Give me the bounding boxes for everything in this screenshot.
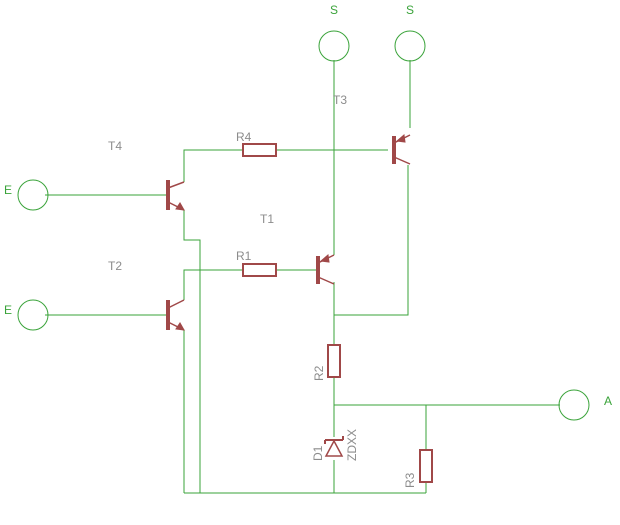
wires (45, 60, 560, 494)
label-s-left: S (330, 3, 338, 17)
label-t2: T2 (108, 259, 122, 273)
label-r2: R2 (312, 365, 326, 381)
pads (17, 30, 590, 421)
label-r3: R3 (403, 472, 417, 488)
pad-s-right (394, 30, 426, 62)
pad-a (558, 389, 590, 421)
label-t4: T4 (108, 139, 122, 153)
transistor-t2 (166, 299, 185, 331)
resistors (242, 143, 433, 483)
pad-s-left (318, 30, 350, 62)
label-r1: R1 (236, 249, 252, 263)
zener-diode-d1 (324, 436, 344, 457)
resistor-r4 (242, 143, 277, 157)
label-d1-value: ZDXX (345, 429, 359, 461)
transistor-t3 (392, 134, 411, 165)
resistor-r1 (242, 263, 277, 277)
label-t1: T1 (260, 212, 274, 226)
transistor-t1 (316, 254, 335, 285)
resistor-r3 (419, 449, 433, 483)
labels: S S E E A T3 T4 T1 T2 R4 R1 R2 R3 D1 ZDX… (4, 3, 612, 488)
transistor-t4 (166, 180, 185, 211)
pad-e-bottom (17, 299, 49, 331)
label-r4: R4 (236, 130, 252, 144)
label-d1: D1 (311, 445, 325, 461)
label-e-top: E (4, 183, 12, 197)
label-t3: T3 (333, 93, 347, 107)
pad-e-top (17, 179, 49, 211)
label-a: A (604, 394, 612, 408)
label-e-bottom: E (4, 303, 12, 317)
resistor-r2 (327, 344, 341, 378)
label-s-right: S (406, 3, 414, 17)
